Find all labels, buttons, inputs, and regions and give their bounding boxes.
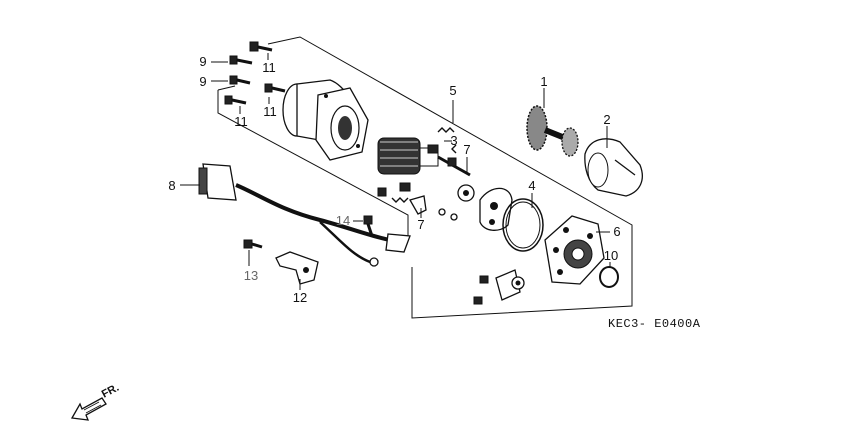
end-cover-6 (544, 215, 605, 285)
callout-3: 3 (450, 133, 457, 148)
callout-10: 10 (604, 248, 618, 263)
bolt-13 (243, 239, 263, 249)
motor-housing (282, 79, 369, 161)
leader-lines (180, 53, 611, 290)
callout-11-mid: 11 (263, 104, 277, 119)
callout-9-lower: 9 (199, 74, 206, 89)
bolt-14 (363, 215, 374, 237)
washer-plate (473, 269, 525, 305)
bolts-group-top (224, 41, 286, 105)
bolt-9-lower (229, 75, 251, 85)
callout-labels: 1 2 3 4 5 6 7 7 8 9 9 10 11 11 11 12 13 … (168, 54, 620, 305)
gear-1 (526, 105, 579, 157)
bolt-9-upper (229, 55, 253, 65)
callout-7-upper: 7 (463, 142, 470, 157)
callout-2: 2 (603, 112, 610, 127)
callout-14: 14 (336, 213, 350, 228)
diagram-code: KEC3- E0400A (608, 317, 701, 331)
callout-7-lower: 7 (417, 217, 424, 232)
callout-11-lower: 11 (234, 114, 248, 129)
callout-9-upper: 9 (199, 54, 206, 69)
callout-4: 4 (528, 178, 535, 193)
armature (377, 137, 475, 202)
callout-12: 12 (293, 290, 307, 305)
bracket-12 (275, 251, 319, 285)
seal-10 (599, 266, 619, 288)
callout-5: 5 (449, 83, 456, 98)
callout-6: 6 (613, 224, 620, 239)
bolt-11-mid (264, 83, 286, 93)
callout-1: 1 (540, 74, 547, 89)
assembly-bracket (217, 36, 633, 319)
callout-11-upper: 11 (262, 60, 276, 75)
gear-housing-2 (584, 138, 643, 197)
front-arrow-icon (70, 397, 107, 421)
front-direction-marker: FR. (70, 382, 121, 421)
callout-8: 8 (168, 178, 175, 193)
bolt-11-lower (224, 95, 247, 105)
cable-harness-8 (198, 163, 411, 267)
front-label: FR. (100, 382, 121, 401)
brush-spring-set (377, 127, 458, 221)
bolt-11-upper (249, 41, 273, 52)
o-ring-4 (502, 198, 544, 252)
callout-13: 13 (244, 268, 258, 283)
